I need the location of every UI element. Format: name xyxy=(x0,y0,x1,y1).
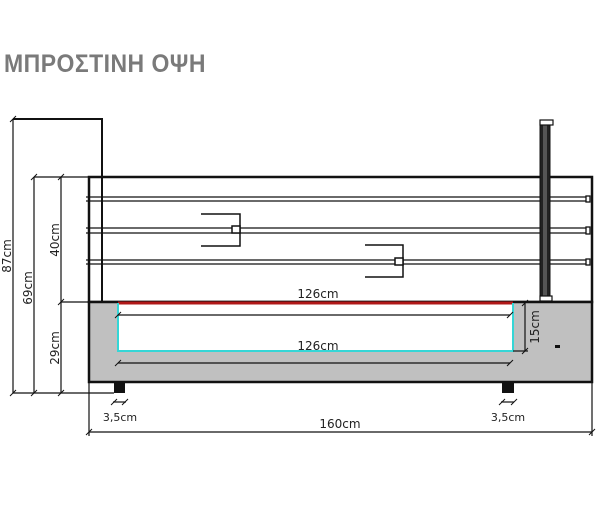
dim-126cm-bottom: 126cm xyxy=(297,339,338,353)
leg-right xyxy=(502,382,514,393)
guard-rails xyxy=(86,195,591,266)
dim-40cm: 40cm xyxy=(48,223,62,257)
dimension-lines xyxy=(9,115,596,436)
corner-post xyxy=(539,119,554,302)
headboard-outline xyxy=(13,118,103,302)
dim-160cm: 160cm xyxy=(319,417,360,431)
drawer xyxy=(118,303,513,351)
rail-bracket xyxy=(365,244,404,278)
dim-87cm: 87cm xyxy=(0,239,14,273)
dim-leg-left: 3,5cm xyxy=(103,411,137,424)
dim-leg-right: 3,5cm xyxy=(491,411,525,424)
dim-29cm: 29cm xyxy=(48,331,62,365)
dim-69cm: 69cm xyxy=(21,271,35,305)
leg-left xyxy=(114,382,125,393)
dim-15cm: 15cm xyxy=(528,310,542,344)
dim-126cm-top: 126cm xyxy=(297,287,338,301)
rail-bracket xyxy=(201,213,241,247)
drawer-handle-icon xyxy=(555,345,560,348)
bed-frame xyxy=(87,175,594,304)
diagram-title: ΜΠΡΟΣΤΙΝΗ ΟΨΗ xyxy=(4,50,206,78)
